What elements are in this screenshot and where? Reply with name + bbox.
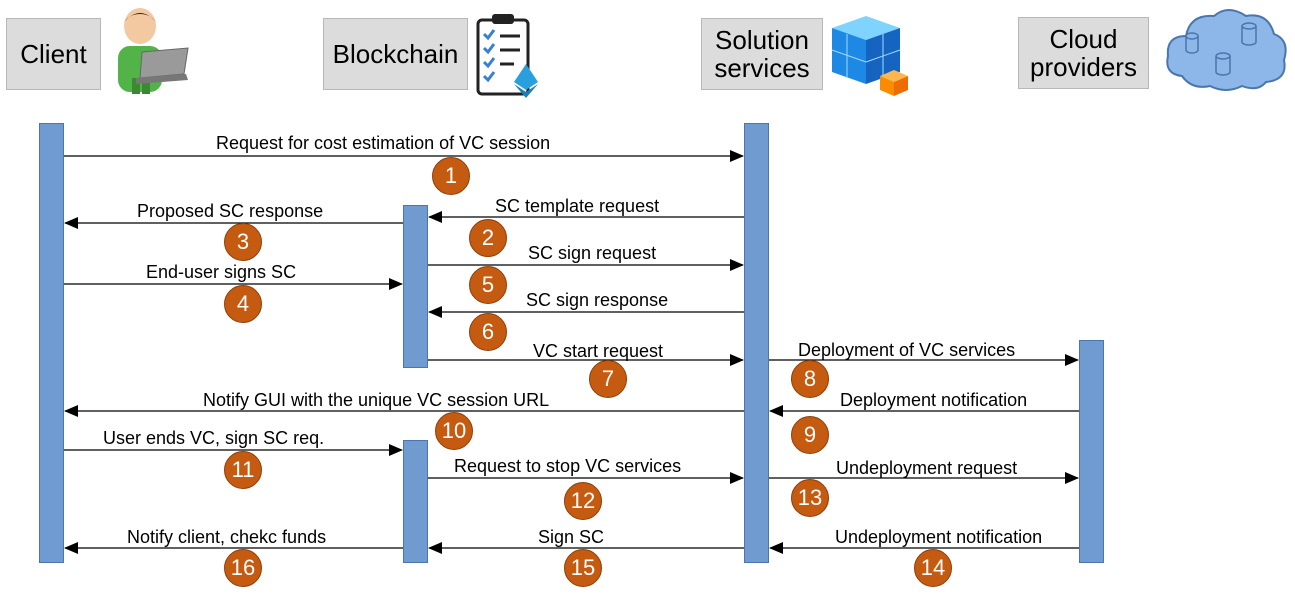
message-label-8: Deployment of VC services bbox=[798, 340, 1016, 360]
cloud-activation bbox=[1079, 340, 1104, 563]
actor-solution-services: Solution services bbox=[701, 18, 823, 90]
message-label-4: End-user signs SC bbox=[146, 262, 297, 282]
actor-blockchain-label: Blockchain bbox=[332, 39, 459, 69]
user-with-laptop-icon bbox=[118, 8, 189, 94]
step-badge-16: 16 bbox=[224, 549, 262, 587]
message-label-6: SC sign response bbox=[526, 290, 669, 310]
cubes-icon bbox=[831, 16, 908, 96]
step-badge-13: 13 bbox=[791, 479, 829, 517]
message-label-9: Deployment notification bbox=[840, 390, 1028, 410]
actor-cloud-providers: Cloud providers bbox=[1018, 17, 1149, 89]
step-badge-9: 9 bbox=[791, 416, 829, 454]
step-badge-7: 7 bbox=[589, 360, 627, 398]
step-badge-15: 15 bbox=[564, 549, 602, 587]
step-badge-2: 2 bbox=[469, 219, 507, 257]
message-label-14: Undeployment notification bbox=[835, 527, 1043, 547]
step-badge-1: 1 bbox=[432, 157, 470, 195]
step-badge-4: 4 bbox=[224, 285, 262, 323]
blockchain-activation-1 bbox=[403, 205, 428, 368]
message-label-1: Request for cost estimation of VC sessio… bbox=[216, 133, 551, 153]
message-label-13: Undeployment request bbox=[836, 458, 1018, 478]
step-badge-6: 6 bbox=[469, 313, 507, 351]
message-label-15: Sign SC bbox=[538, 527, 605, 547]
step-badge-10: 10 bbox=[435, 412, 473, 450]
actor-solution-label-1: Solution bbox=[715, 25, 809, 55]
step-badge-12: 12 bbox=[564, 482, 602, 520]
actor-client-label: Client bbox=[20, 39, 87, 69]
message-label-3: Proposed SC response bbox=[137, 201, 324, 221]
message-label-5: SC sign request bbox=[528, 243, 657, 263]
message-label-10: Notify GUI with the unique VC session UR… bbox=[203, 390, 550, 410]
actor-solution-label-2: services bbox=[714, 53, 810, 83]
blockchain-activation-2 bbox=[403, 440, 428, 563]
message-label-11: User ends VC, sign SC req. bbox=[103, 428, 325, 448]
step-badge-3: 3 bbox=[224, 223, 262, 261]
checklist-ethereum-icon bbox=[476, 14, 538, 98]
step-badge-11: 11 bbox=[224, 451, 262, 489]
step-badge-8: 8 bbox=[791, 360, 829, 398]
actor-blockchain: Blockchain bbox=[323, 18, 468, 90]
actor-client: Client bbox=[6, 18, 101, 90]
step-badge-5: 5 bbox=[469, 266, 507, 304]
cloud-database-icon bbox=[1166, 9, 1287, 91]
message-label-16: Notify client, chekc funds bbox=[127, 527, 327, 547]
step-badge-14: 14 bbox=[914, 549, 952, 587]
message-label-7: VC start request bbox=[533, 341, 664, 361]
solution-lifeline bbox=[744, 123, 769, 563]
actor-cloud-label-1: Cloud bbox=[1049, 24, 1118, 54]
message-label-12: Request to stop VC services bbox=[454, 456, 682, 476]
actor-cloud-label-2: providers bbox=[1030, 52, 1137, 82]
message-label-2: SC template request bbox=[495, 196, 660, 216]
client-lifeline bbox=[39, 123, 64, 563]
